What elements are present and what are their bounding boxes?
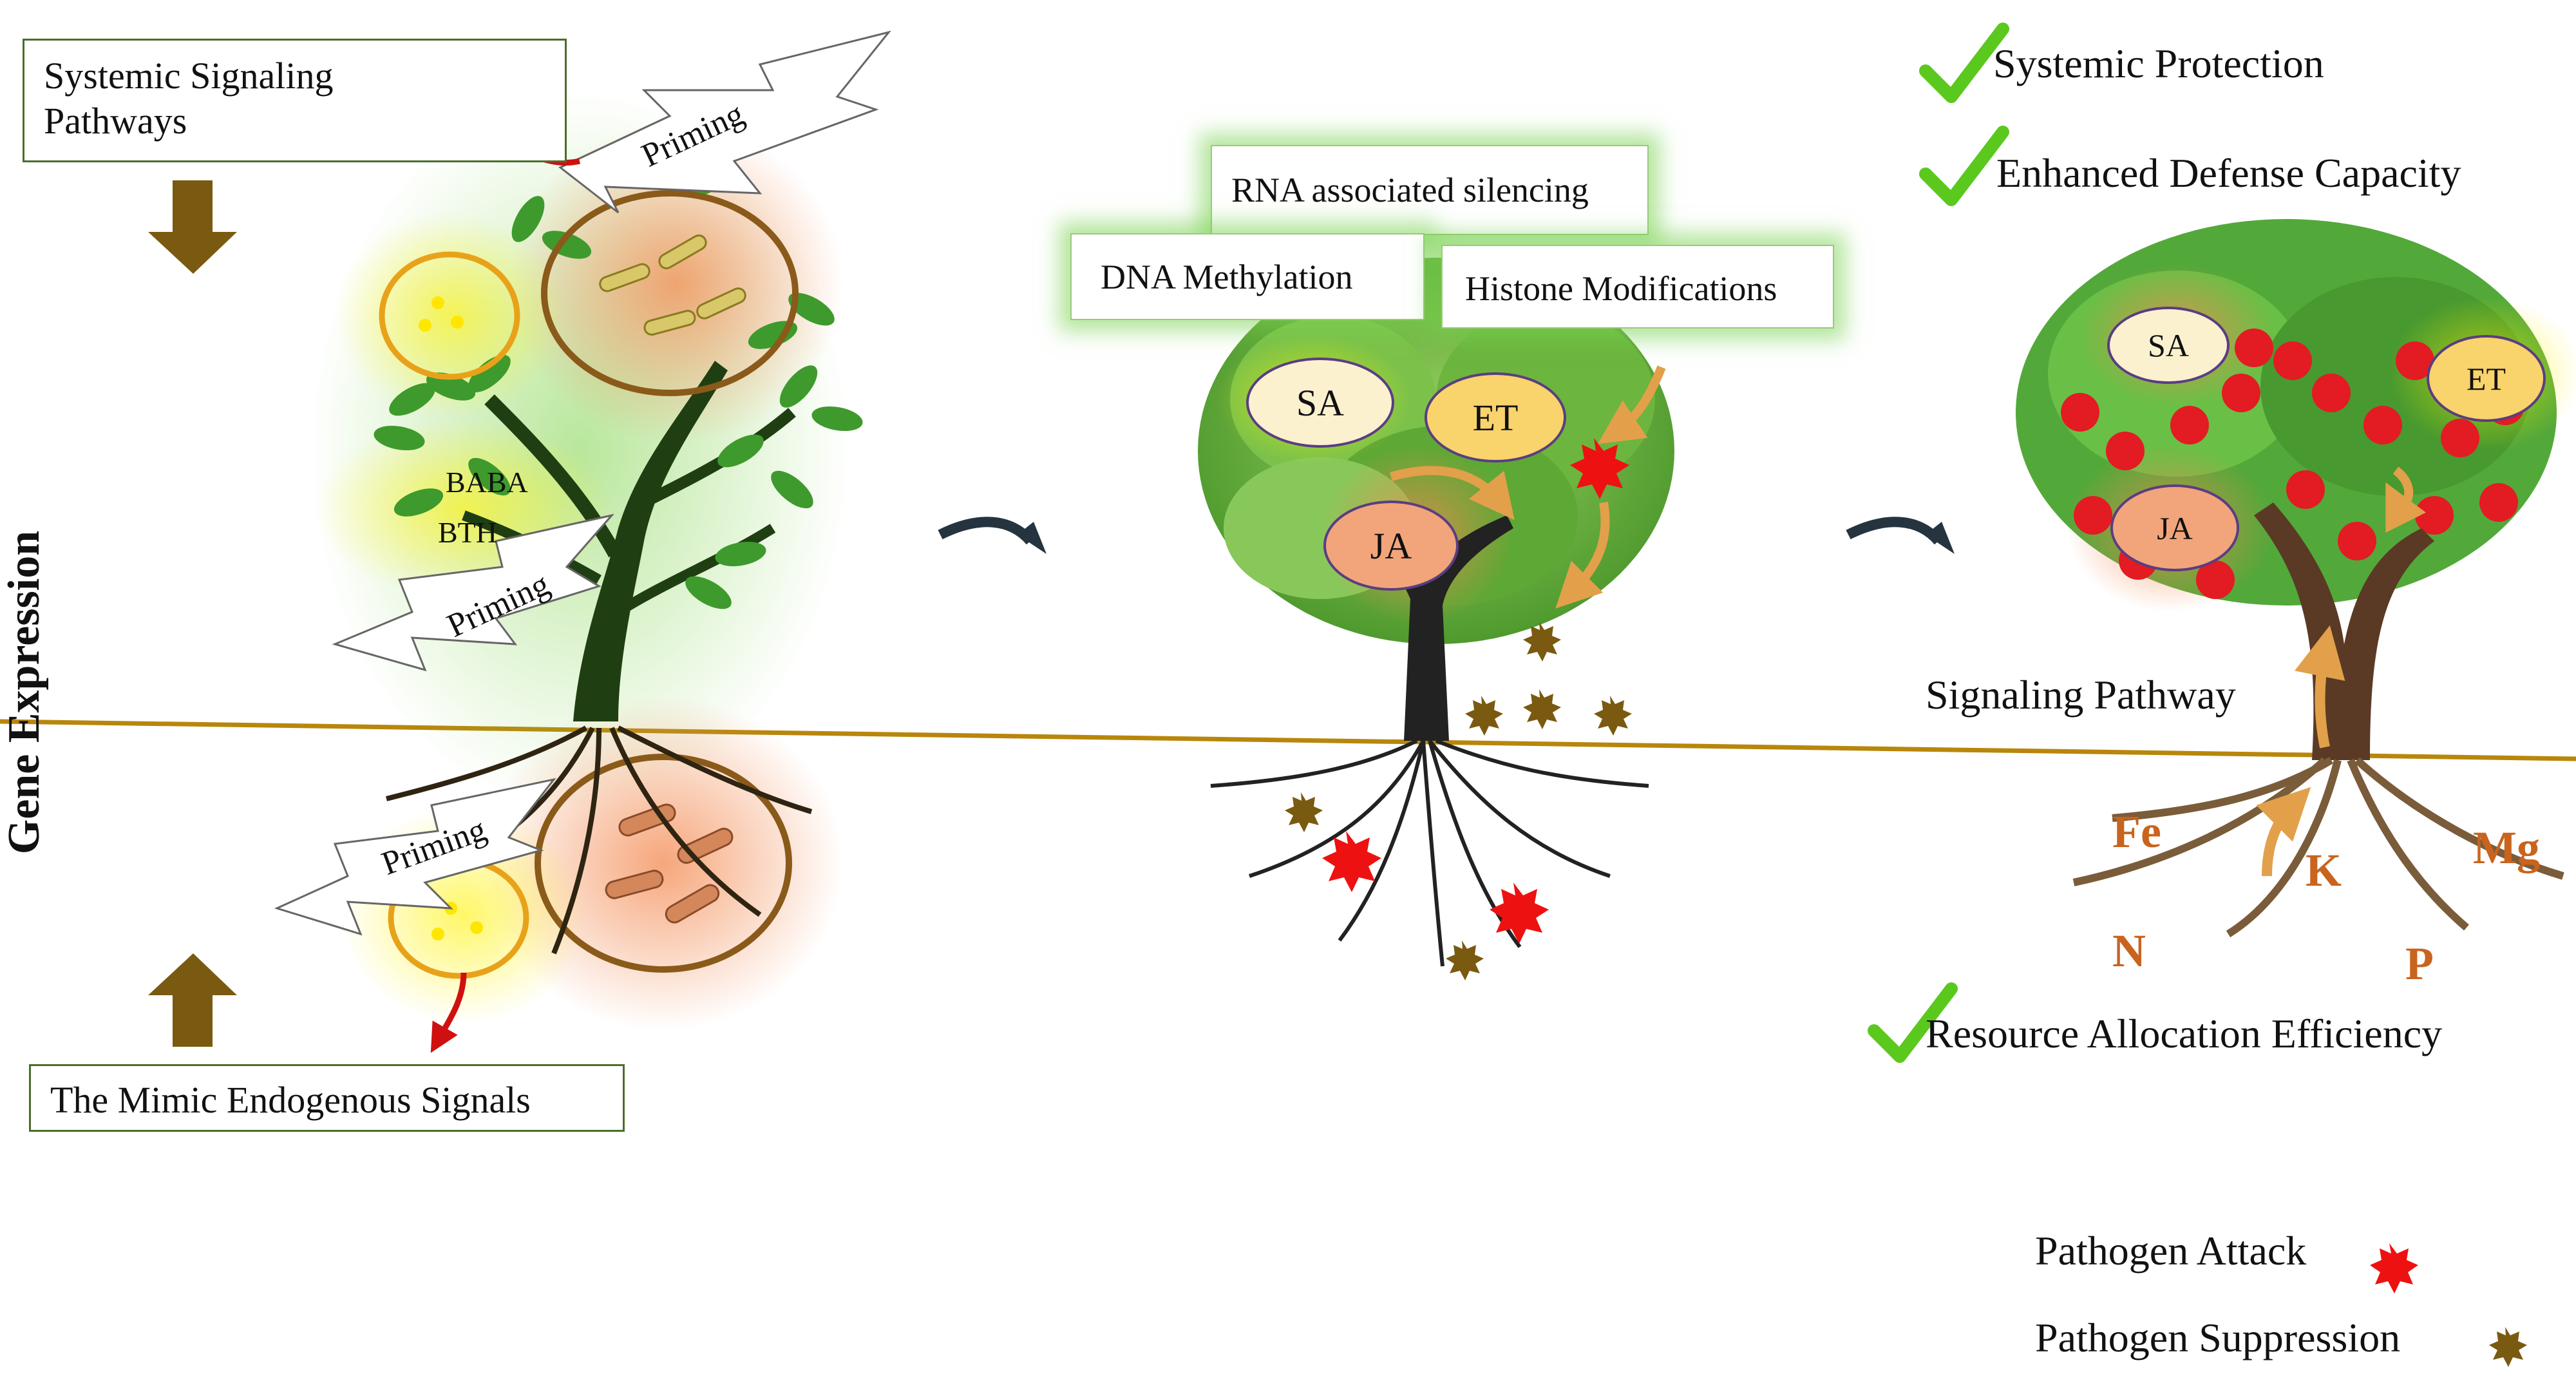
right-ja-oval: JA <box>2110 484 2239 571</box>
baba-label: BABA <box>446 466 528 499</box>
histone-modifications-box: Histone Modifications <box>1441 245 1834 329</box>
ground-line <box>0 719 2576 761</box>
flow-arrow-2 <box>1846 517 1943 545</box>
middle-tree-art <box>938 258 1955 967</box>
nutrient-n: N <box>2112 925 2146 977</box>
left-tree-art <box>148 30 891 1053</box>
legend-pathogen-attack: Pathogen Attack <box>2035 1228 2307 1274</box>
pathogen-suppression-marks <box>1285 622 2527 1367</box>
nutrient-mg: Mg <box>2473 822 2540 873</box>
mimic-signals-box: The Mimic Endogenous Signals <box>29 1064 625 1132</box>
nutrient-fe: Fe <box>2112 806 2161 857</box>
up-arrow <box>148 953 237 1047</box>
right-sa-oval: SA <box>2107 307 2230 384</box>
middle-sa-oval: SA <box>1246 358 1394 448</box>
benefit-enhanced-defense: Enhanced Defense Capacity <box>1996 150 2461 196</box>
gene-expression-label: Gene Expression <box>0 530 49 855</box>
nutrient-k: K <box>2306 844 2342 896</box>
flow-arrow-1 <box>938 517 1035 545</box>
right-et-oval: ET <box>2427 335 2546 422</box>
benefit-resource-allocation: Resource Allocation Efficiency <box>1926 1011 2443 1056</box>
middle-et-oval: ET <box>1425 372 1566 463</box>
nutrient-p: P <box>2405 938 2434 989</box>
priming-burst-bottom <box>274 778 556 936</box>
bth-label: BTH <box>438 516 497 549</box>
systemic-signaling-box: Systemic Signaling Pathways <box>23 39 567 162</box>
check-marks <box>1868 23 2009 1063</box>
middle-ja-oval: JA <box>1323 501 1459 591</box>
benefit-systemic-protection: Systemic Protection <box>1993 41 2324 86</box>
dna-methylation-box: DNA Methylation <box>1070 233 1425 320</box>
down-arrow <box>148 180 237 274</box>
priming-burst-middle <box>332 513 615 672</box>
legend-pathogen-suppression: Pathogen Suppression <box>2035 1315 2401 1360</box>
signaling-pathway-label: Signaling Pathway <box>1926 672 2236 718</box>
pathogen-attack-marks <box>1322 438 2418 1293</box>
rna-silencing-box: RNA associated silencing <box>1211 145 1649 235</box>
priming-burst-top <box>558 30 891 214</box>
